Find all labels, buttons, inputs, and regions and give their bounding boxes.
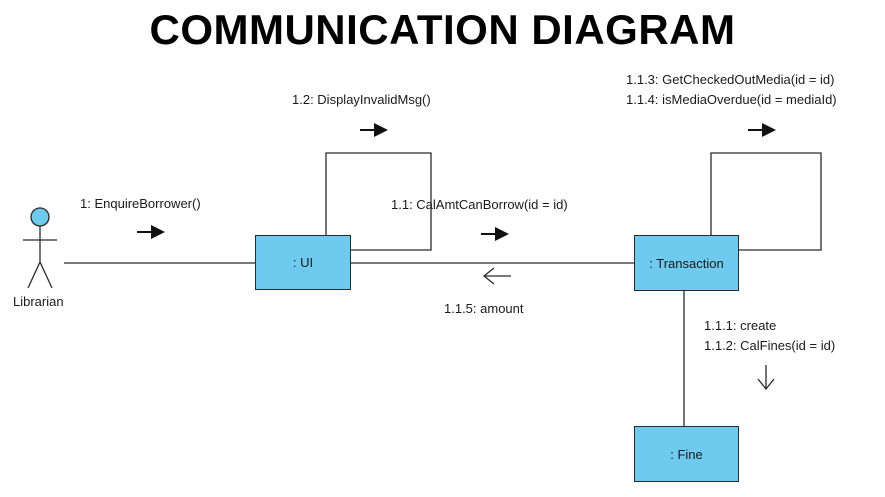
librarian-actor-icon [23, 207, 57, 289]
fine-object[interactable]: : Fine [634, 426, 739, 482]
ui-object-label: : UI [292, 255, 314, 270]
message-is-media-overdue: 1.1.4: isMediaOverdue(id = mediaId) [626, 92, 837, 107]
diagram-title: COMMUNICATION DIAGRAM [149, 6, 736, 53]
ui-object[interactable]: : UI [255, 235, 351, 290]
self-link-ui [325, 152, 432, 251]
librarian-label: Librarian [13, 294, 64, 309]
message-get-checked-out-media: 1.1.3: GetCheckedOutMedia(id = id) [626, 72, 835, 87]
message-cal-amt-can-borrow: 1.1: CalAmtCanBorrow(id = id) [391, 197, 568, 212]
transaction-object[interactable]: : Transaction [634, 235, 739, 291]
arrow-get-checked-out-media-icon [748, 123, 776, 137]
arrow-amount-return-icon [482, 267, 511, 285]
message-cal-fines: 1.1.2: CalFines(id = id) [704, 338, 836, 353]
arrow-enquire-borrower-icon [137, 225, 165, 239]
self-link-transaction [710, 152, 822, 251]
message-amount: 1.1.5: amount [444, 301, 524, 316]
arrow-create-down-icon [757, 365, 775, 391]
fine-object-label: : Fine [670, 446, 703, 462]
arrow-display-invalid-msg-icon [360, 123, 388, 137]
arrow-cal-amt-can-borrow-icon [481, 227, 509, 241]
message-create: 1.1.1: create [704, 318, 777, 333]
message-display-invalid-msg: 1.2: DisplayInvalidMsg() [292, 92, 431, 107]
transaction-object-label: : Transaction [649, 255, 724, 271]
message-enquire-borrower: 1: EnquireBorrower() [80, 196, 201, 211]
